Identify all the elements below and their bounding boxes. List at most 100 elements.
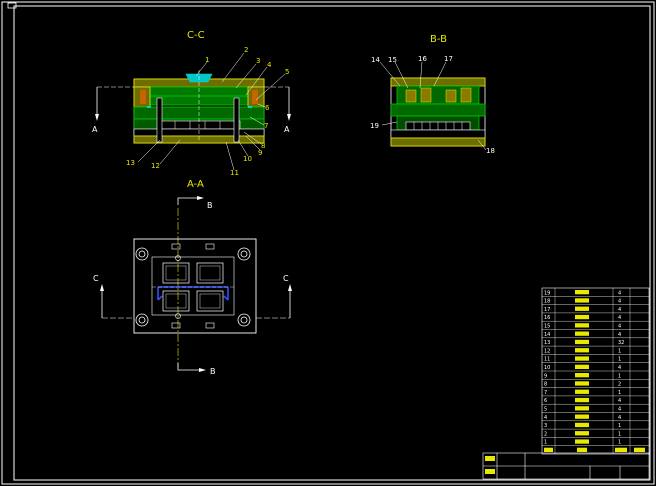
callout-2: 2 <box>244 46 248 54</box>
callout-15: 15 <box>388 56 397 64</box>
bom-item-number: 4 <box>544 415 547 421</box>
bom-quantity: 4 <box>618 299 621 305</box>
bom-item-number: 17 <box>544 307 550 313</box>
section-cc-title: C-C <box>187 30 205 41</box>
bom-quantity: 1 <box>618 373 621 379</box>
callout-11: 11 <box>230 169 239 177</box>
cut-label-a-left: A <box>92 125 98 134</box>
bom-part-name <box>575 397 589 403</box>
bom-item-number: 6 <box>544 398 547 404</box>
bom-item-number: 7 <box>544 390 547 396</box>
bom-quantity: 4 <box>618 415 621 421</box>
corner-mark <box>7 2 17 9</box>
bom-row: 16 4 <box>544 314 621 321</box>
bom-part-name <box>575 306 589 311</box>
sheet-inner-border <box>13 5 651 481</box>
section-cc-view: C-C A <box>92 30 291 177</box>
bom-quantity: 4 <box>618 324 621 330</box>
bom-item-number: 19 <box>544 290 550 296</box>
callout-4: 4 <box>267 61 272 69</box>
section-bb-view: B-B 14 15 16 17 <box>370 34 495 155</box>
callout-6: 6 <box>265 104 270 112</box>
bom-quantity: 1 <box>618 357 621 363</box>
bom-item-number: 1 <box>544 440 547 446</box>
bom-header-number <box>544 447 553 452</box>
cut-label-a-right: A <box>284 125 290 134</box>
bom-part-name <box>575 331 589 336</box>
cut-label-c-left: C <box>93 274 99 283</box>
bom-header-quantity <box>615 447 627 452</box>
section-bb-title: B-B <box>430 34 447 45</box>
callout-13: 13 <box>126 159 135 167</box>
cut-label-c-right: C <box>283 274 289 283</box>
bom-item-number: 5 <box>544 407 547 413</box>
bom-part-name <box>575 381 589 386</box>
callout-12: 12 <box>151 162 160 170</box>
bom-quantity: 4 <box>618 307 621 313</box>
bom-item-number: 14 <box>544 332 550 338</box>
bom-header-remark <box>634 447 645 452</box>
callout-3: 3 <box>256 57 260 65</box>
bom-part-name <box>575 323 589 328</box>
bom-quantity: 4 <box>618 290 621 296</box>
callout-14: 14 <box>371 56 380 64</box>
bom-quantity: 2 <box>618 382 621 388</box>
cut-label-b-top: B <box>207 201 213 210</box>
bom-part-name <box>575 439 589 444</box>
bom-part-name <box>575 389 589 394</box>
callout-17: 17 <box>444 55 453 63</box>
section-aa-view: A-A B B C C <box>93 179 292 376</box>
callout-19: 19 <box>370 122 379 130</box>
bom-quantity: 1 <box>618 423 621 429</box>
callout-8: 8 <box>261 142 265 150</box>
bom-quantity: 1 <box>618 431 621 437</box>
bom-part-name <box>575 422 589 428</box>
bom-item-number: 13 <box>544 340 550 346</box>
bom-part-name <box>575 290 589 295</box>
bom-quantity: 4 <box>618 332 621 338</box>
bom-quantity: 1 <box>618 440 621 446</box>
callout-7: 7 <box>264 122 268 130</box>
callout-9: 9 <box>258 149 262 157</box>
cut-label-b-bottom: B <box>210 367 216 376</box>
bom-header-name <box>577 447 587 452</box>
callout-18: 18 <box>486 147 495 155</box>
bom-part-name <box>575 348 589 353</box>
bom-item-number: 12 <box>544 348 550 354</box>
bom-quantity: 4 <box>618 398 621 404</box>
callout-10: 10 <box>243 155 252 163</box>
bom-item-number: 3 <box>544 423 547 429</box>
callout-1: 1 <box>205 56 209 64</box>
bom-part-name <box>575 298 589 303</box>
bom-item-number: 10 <box>544 365 550 371</box>
bom-item-number: 8 <box>544 382 547 388</box>
callout-5: 5 <box>285 68 289 76</box>
bom-part-name <box>575 339 589 345</box>
bom-item-number: 18 <box>544 299 550 305</box>
bom-part-name <box>575 364 589 369</box>
bom-row: 10 4 <box>544 364 621 371</box>
bom-item-number: 2 <box>544 431 547 437</box>
bom-quantity: 4 <box>618 315 621 321</box>
bom-part-name <box>575 414 589 419</box>
bom-quantity: 4 <box>618 365 621 371</box>
bom-quantity: 1 <box>618 348 621 354</box>
bom-part-name <box>575 356 589 361</box>
bom-part-name <box>575 406 589 411</box>
bom-row: 14 4 <box>544 331 621 338</box>
bom-row: 12 1 <box>544 348 621 354</box>
bom-item-number: 16 <box>544 315 550 321</box>
bom-part-name <box>575 314 589 320</box>
bom-quantity: 32 <box>618 340 624 346</box>
